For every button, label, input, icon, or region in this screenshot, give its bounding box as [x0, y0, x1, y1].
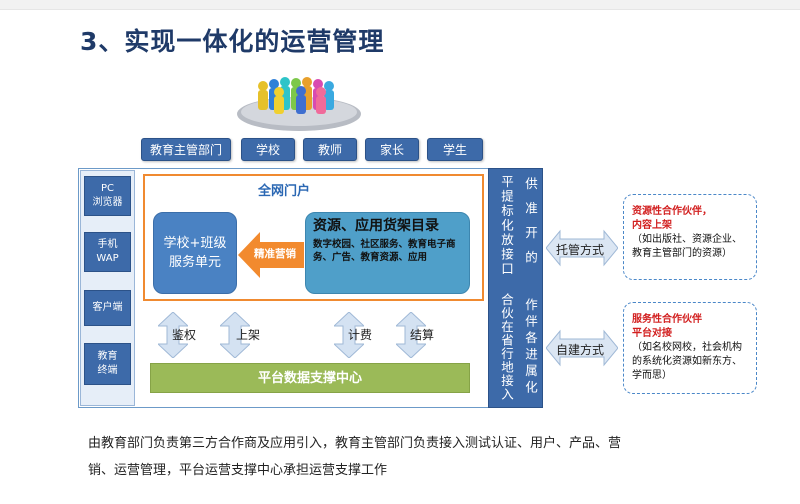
listing-label: 上架 [236, 328, 261, 342]
role-teacher: 教师 [303, 138, 357, 161]
service-partner-heading-2: 平台对接 [632, 328, 672, 339]
client-pc-browser: PC 浏览器 [84, 176, 131, 216]
service-partner-heading-1: 服务性合作伙伴 [632, 314, 702, 325]
hosted-mode-label: 托管方式 [556, 243, 605, 257]
top-bar [0, 0, 800, 10]
role-parent: 家长 [365, 138, 419, 161]
role-student: 学生 [427, 138, 483, 161]
hosted-mode-arrow-icon [546, 229, 618, 267]
auth-arrow-icon [158, 312, 188, 358]
settlement-label: 结算 [410, 328, 435, 342]
users-crowd-icon [237, 77, 361, 131]
marketing-arrow-icon [238, 232, 304, 278]
caption: 由教育部门负责第三方合作商及应用引入，教育主管部门负责接入测试认证、用户、产品、… [88, 430, 768, 484]
client-edu-terminal: 教育 终端 [84, 343, 131, 385]
shelf-title: 资源、应用货架目录 [313, 218, 439, 234]
service-partner-detail: （如名校网校，社会机构的系统化资源如新东方、学而思） [632, 342, 742, 381]
self-built-mode-label: 自建方式 [556, 343, 605, 357]
lower-left-text: 合伙在省行地接入 [499, 293, 514, 401]
caption-line-2: 销、运营管理，平台运营支撑中心承担运营支撑工作 [88, 463, 388, 478]
marketing-label: 精准营销 [254, 248, 296, 260]
resource-partner-detail: （如出版社、资源企业、教育主管部门的资源） [632, 234, 742, 259]
settlement-arrow-icon [396, 312, 426, 358]
upper-left-text: 平提标化放接口 [499, 175, 514, 277]
role-school: 学校 [241, 138, 295, 161]
service-partner-box: 服务性合作伙伴 平台对接 （如名校网校，社会机构的系统化资源如新东方、学而思） [623, 302, 757, 394]
resource-partner-heading-2: 内容上架 [632, 220, 672, 231]
resource-partner-box: 资源性合作伙伴， 内容上架 （如出版社、资源企业、教育主管部门的资源） [623, 194, 757, 280]
shelf-detail: 数字校园、社区服务、教育电子商务、广告、教育资源、应用 [313, 239, 456, 263]
client-app: 客户端 [84, 290, 131, 326]
self-built-mode-arrow-icon [546, 329, 618, 367]
role-education-dept: 教育主管部门 [141, 138, 231, 161]
resource-partner-heading-1: 资源性合作伙伴， [632, 206, 712, 217]
page-title: 3、实现一体化的运营管理 [80, 27, 385, 56]
resource-app-shelf: 资源、应用货架目录 数字校园、社区服务、教育电子商务、广告、教育资源、应用 [305, 212, 470, 294]
platform-data-support-center: 平台数据支撑中心 [150, 363, 470, 393]
client-mobile-wap: 手机 WAP [84, 232, 131, 272]
billing-label: 计费 [348, 328, 373, 342]
lower-right-text: 作伴各进属化 [523, 297, 538, 397]
open-interface-column [488, 168, 543, 408]
school-class-service-unit: 学校+班级 服务单元 [153, 212, 237, 294]
listing-arrow-icon [220, 312, 250, 358]
caption-line-1: 由教育部门负责第三方合作商及应用引入，教育主管部门负责接入测试认证、用户、产品、… [88, 436, 622, 451]
auth-label: 鉴权 [172, 328, 197, 342]
billing-arrow-icon [334, 312, 364, 358]
upper-right-text: 供准开的 [523, 177, 538, 275]
portal-title: 全网门户 [258, 184, 311, 199]
